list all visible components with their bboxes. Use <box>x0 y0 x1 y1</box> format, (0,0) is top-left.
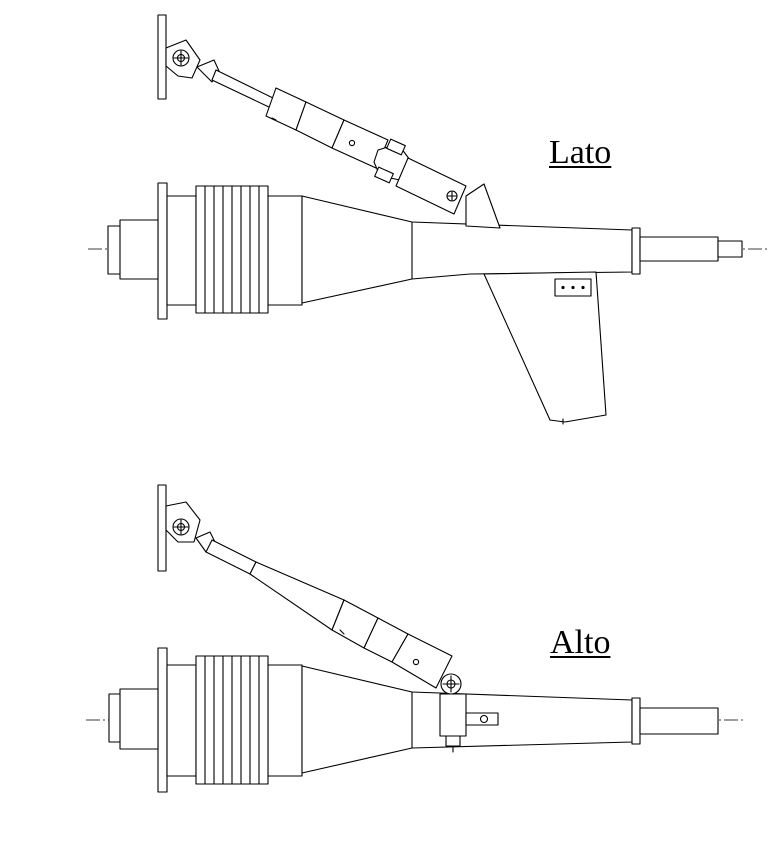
side-fin-rivet <box>581 285 585 290</box>
top-view <box>86 484 744 793</box>
top-body-right <box>267 664 303 777</box>
side-clevis-bolt-bottom <box>374 166 394 184</box>
side-lower-arm <box>395 157 467 215</box>
side-fin-rivet <box>571 285 575 290</box>
top-nozzle <box>639 707 719 735</box>
side-tail-fin <box>483 271 607 423</box>
top-hinge-lever <box>465 712 499 726</box>
side-view <box>88 14 770 425</box>
top-mounting-flange <box>157 647 168 793</box>
side-nozzle <box>639 236 719 262</box>
top-view-label: Alto <box>550 624 611 661</box>
side-body-left <box>166 195 197 306</box>
top-hub <box>119 688 159 750</box>
side-actuator-rod <box>211 69 276 109</box>
side-view-label: Lato <box>549 134 612 171</box>
side-actuator-wall-plate <box>157 14 167 100</box>
top-hinge-block <box>439 693 467 737</box>
top-bellows <box>195 655 269 785</box>
top-hinge-nut <box>445 735 461 747</box>
side-body-right <box>267 195 303 306</box>
top-actuator-cylinder-4 <box>391 633 453 689</box>
side-hub <box>119 219 159 280</box>
top-actuator-cylinder-1 <box>249 561 345 631</box>
top-ring <box>631 697 641 745</box>
side-ring <box>631 227 641 275</box>
side-upper-fin <box>465 183 501 229</box>
side-clevis-bolt-top <box>386 138 406 156</box>
side-fin-rivet <box>561 285 565 290</box>
side-nozzle-tip <box>717 240 743 258</box>
top-actuator-wall-plate <box>157 484 167 572</box>
top-actuator-rod <box>205 539 257 575</box>
top-body-left <box>166 664 197 777</box>
side-mounting-flange <box>157 182 168 320</box>
side-bellows <box>195 185 269 314</box>
